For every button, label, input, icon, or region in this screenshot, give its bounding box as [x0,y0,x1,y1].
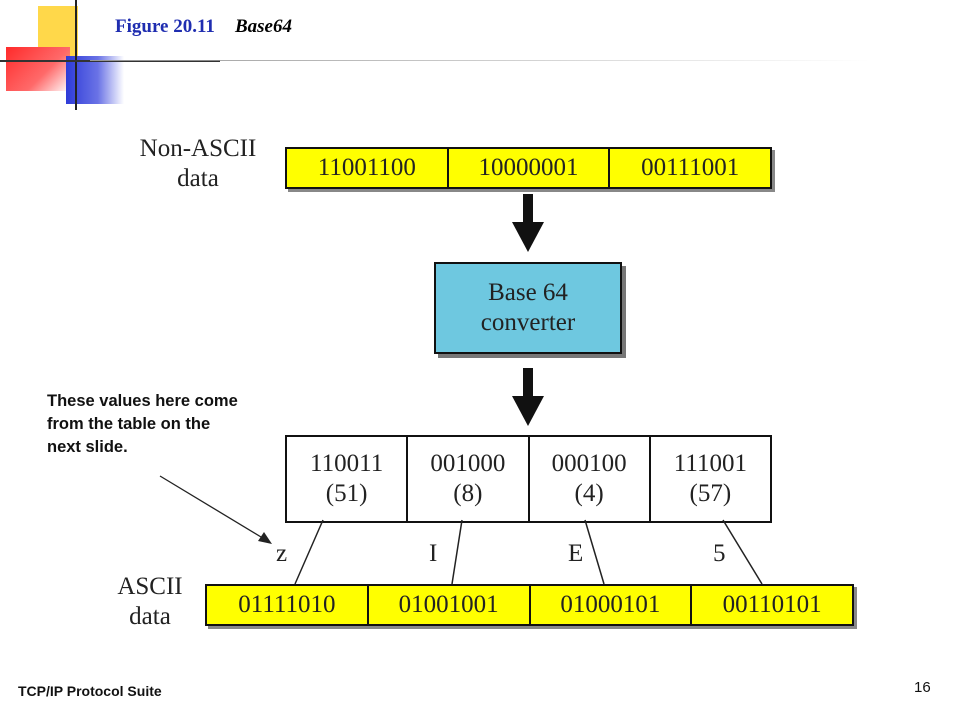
annotation-arrow [159,475,272,544]
decor-title-underline [90,60,870,61]
converter-line1: Base 64 [488,279,568,306]
non-ascii-label: Non-ASCII data [118,134,278,194]
non-ascii-data-box: 11001100 10000001 00111001 [285,147,772,189]
ascii-char: z [276,540,288,567]
footer-suite: TCP/IP Protocol Suite [18,683,162,699]
down-arrow-bottom [512,368,544,426]
decor-horizontal-line [0,60,220,62]
output-byte: 01001001 [369,586,531,624]
ascii-data-box: 01111010 01001001 01000101 00110101 [205,584,854,626]
six-bit-group: 111001 (57) [651,437,770,521]
ascii-char: 5 [713,540,726,567]
ascii-char: E [568,540,584,567]
down-arrow-top [512,194,544,252]
six-bit-group: 000100 (4) [530,437,651,521]
non-ascii-label-line1: Non-ASCII [139,135,257,162]
output-byte: 00110101 [722,591,822,618]
group-bits: 001000 [430,450,506,477]
page-number: 16 [914,679,931,696]
group-value: (57) [689,480,732,507]
input-byte: 00111001 [641,154,740,181]
group-to-char-lines [294,519,763,585]
ascii-label: ASCII data [100,572,200,632]
ascii-label-line2: data [129,603,171,630]
figure-title: Figure 20.11 Base64 [115,16,292,38]
group-bits: 111001 [673,450,747,477]
output-byte: 01000101 [531,586,693,624]
group-value: (51) [325,480,368,507]
ascii-char: I [429,540,438,567]
converter-line2: converter [480,309,576,336]
ascii-label-line1: ASCII [117,573,183,600]
group-value: (8) [453,480,483,507]
figure-name: Base64 [234,16,292,37]
input-byte: 10000001 [449,149,611,187]
base64-converter-box: Base 64 converter [434,262,622,354]
group-value: (4) [574,480,604,507]
group-bits: 110011 [310,450,384,477]
output-byte: 01111010 [207,586,369,624]
figure-number: Figure 20.11 [115,16,215,37]
six-bit-group: 110011 (51) [287,437,409,521]
non-ascii-label-line2: data [177,165,219,192]
input-byte: 11001100 [287,149,449,187]
six-bit-group: 001000 (8) [408,437,530,521]
decor-red-square [6,47,70,91]
six-bit-groups-box: 110011 (51) 001000 (8) 000100 (4) 111001… [285,435,772,523]
annotation-note: These values here come from the table on… [47,392,238,456]
decor-vertical-line [75,0,77,110]
group-bits: 000100 [551,450,627,477]
